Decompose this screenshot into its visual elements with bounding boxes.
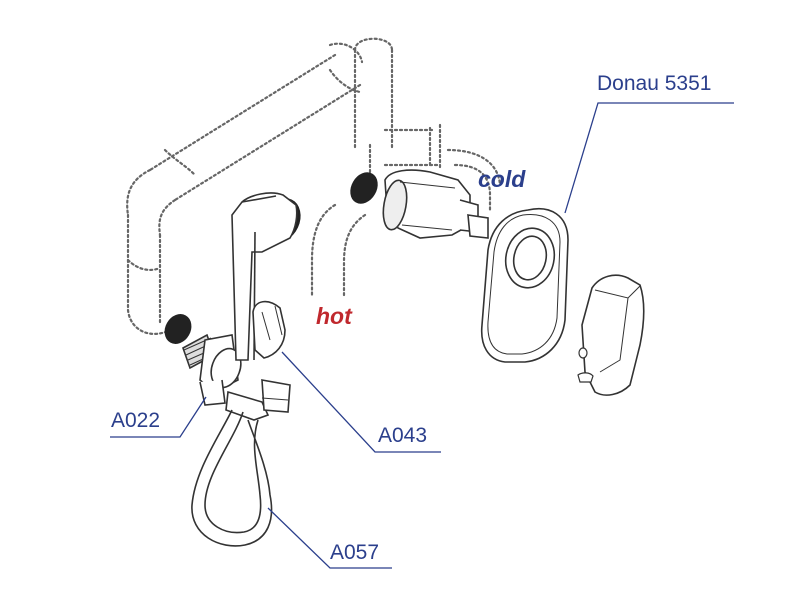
small-screws bbox=[577, 347, 594, 383]
leader-a043 bbox=[281, 351, 441, 453]
mixer-lever-handle bbox=[581, 274, 645, 396]
a043-hand-shower-holder bbox=[231, 192, 298, 413]
label-a043: A043 bbox=[378, 424, 428, 447]
label-donau-5351: Donau 5351 bbox=[597, 72, 712, 95]
leader-a057 bbox=[267, 507, 392, 569]
a057-shower-hose bbox=[191, 409, 273, 547]
label-hot: hot bbox=[316, 303, 352, 329]
label-a057: A057 bbox=[330, 541, 380, 564]
a022-wall-connector bbox=[182, 333, 270, 421]
leader-lines bbox=[110, 102, 734, 569]
leader-donau bbox=[564, 102, 734, 214]
leader-a022 bbox=[110, 396, 207, 438]
label-a022: A022 bbox=[111, 409, 161, 432]
wall-outlet-top-opening bbox=[350, 172, 378, 204]
wall-outlet-left-opening bbox=[164, 314, 192, 344]
hidden-wall-pipes bbox=[126, 37, 502, 335]
concealed-valve-cartridge bbox=[382, 169, 489, 239]
label-cold: cold bbox=[478, 166, 526, 192]
donau-5351-cover-plate bbox=[480, 208, 569, 363]
